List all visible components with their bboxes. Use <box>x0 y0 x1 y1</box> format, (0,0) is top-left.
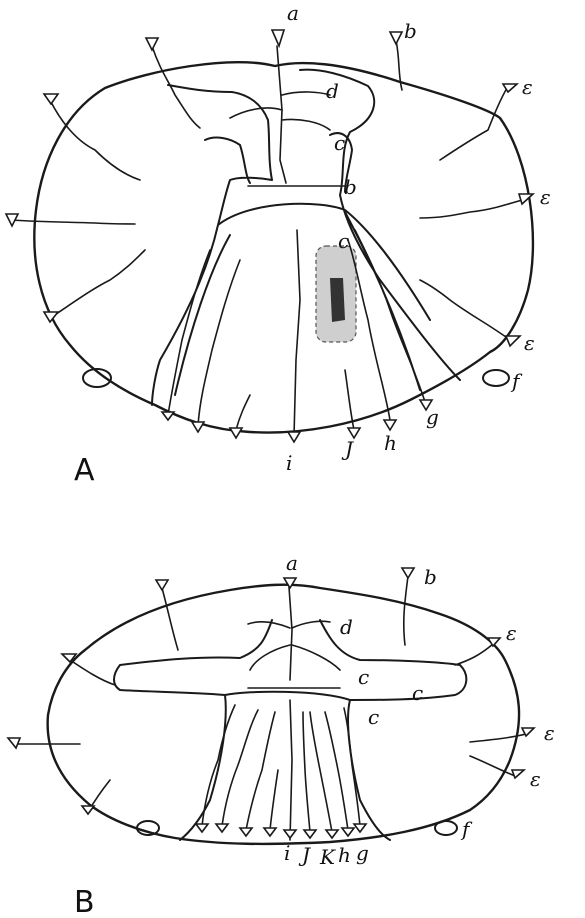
panel-b-radial-vessels <box>16 576 526 832</box>
panel-b-cord-outline <box>48 585 519 844</box>
panel-a-lesion-core <box>330 278 345 322</box>
panel-a-right-ventral-root <box>483 370 509 386</box>
panel-a-label-f: f <box>510 369 523 393</box>
panel-a-label-i: i <box>286 451 292 475</box>
panel-a: a b d c b c ε ε ε f g h J i A <box>6 1 551 488</box>
panel-b-anterior-vessel <box>289 587 292 680</box>
panel-a-anterior-vessel <box>277 46 286 183</box>
panel-a-letter: A <box>74 453 95 488</box>
panel-b-label-i: i <box>284 841 290 865</box>
panel-b-label-j: J <box>298 843 311 867</box>
panel-b-label-d: d <box>340 615 353 639</box>
panel-b-label-e3: ε <box>530 767 541 791</box>
panel-a-pins <box>6 30 533 442</box>
panel-b-central-vessel <box>290 700 292 840</box>
panel-a-label-b: b <box>404 19 417 43</box>
panel-b-label-k: K <box>319 845 336 869</box>
panel-b-label-g: g <box>356 841 369 865</box>
panel-a-label-e1: ε <box>522 75 533 99</box>
panel-b-label-c2: c <box>412 681 423 705</box>
panel-b-label-h: h <box>338 843 351 867</box>
panel-a-label-c1: c <box>334 131 345 155</box>
panel-a-label-h: h <box>384 431 397 455</box>
panel-a-label-j: J <box>341 437 354 461</box>
panel-a-label-c2: c <box>338 229 349 253</box>
panel-a-label-e2: ε <box>540 185 551 209</box>
panel-b: a b d c c c ε ε ε f i J K h g B <box>8 551 555 918</box>
panel-b-d-branches <box>248 621 340 670</box>
panel-b-pins <box>8 568 534 838</box>
panel-a-label-a: a <box>287 1 299 25</box>
panel-b-label-f: f <box>460 817 473 841</box>
panel-a-label-d: d <box>326 79 339 103</box>
panel-b-label-c1: c <box>358 665 369 689</box>
panel-a-label-b2: b <box>344 175 357 199</box>
panel-b-label-e2: ε <box>544 721 555 745</box>
panel-a-d-branches <box>230 92 330 130</box>
panel-a-label-e3: ε <box>524 331 535 355</box>
panel-b-label-a: a <box>286 551 298 575</box>
panel-a-central-vessel <box>294 230 300 436</box>
panel-b-right-ventral-root <box>435 821 457 835</box>
panel-b-label-c3: c <box>368 705 379 729</box>
panel-b-label-e1: ε <box>506 621 517 645</box>
panel-a-label-g: g <box>426 405 439 429</box>
panel-b-label-b: b <box>424 565 437 589</box>
panel-b-letter: B <box>74 885 95 918</box>
